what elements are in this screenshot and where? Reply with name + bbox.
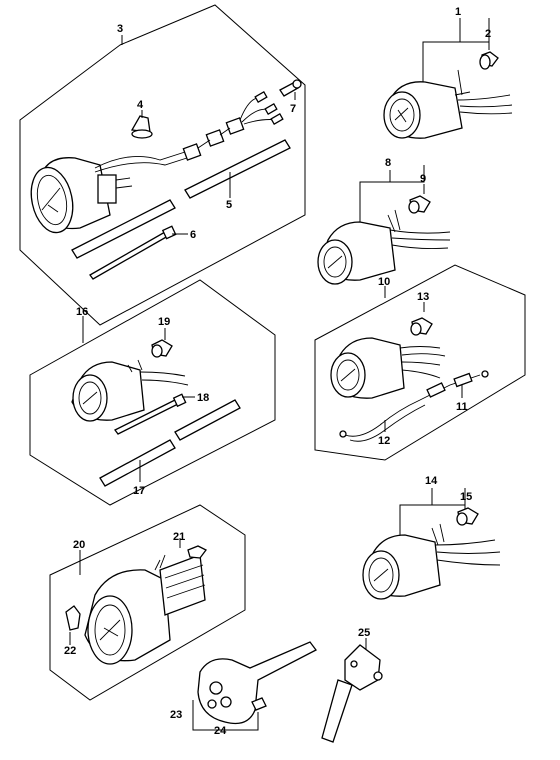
group-8-gauge: 8 9 xyxy=(317,157,451,285)
group-14-gauge: 14 15 xyxy=(362,475,501,600)
callout-2: 2 xyxy=(485,28,491,40)
callout-20: 20 xyxy=(73,539,85,551)
cable-tie-icon xyxy=(89,225,177,280)
wire-harness-icon xyxy=(94,91,284,173)
bolt-icon xyxy=(279,79,302,97)
callout-18: 18 xyxy=(197,392,209,404)
callout-16: 16 xyxy=(76,306,88,318)
callout-10: 10 xyxy=(378,276,390,288)
callout-21: 21 xyxy=(173,531,185,543)
gauge-icon xyxy=(30,157,133,234)
callout-23: 23 xyxy=(170,709,182,721)
group-10-gauge-kit: 10 13 11 12 xyxy=(314,264,526,461)
callout-8: 8 xyxy=(385,157,391,169)
gauge-icon xyxy=(383,69,513,139)
callout-24: 24 xyxy=(214,725,227,737)
bulb-icon xyxy=(187,545,207,559)
callout-5: 5 xyxy=(226,199,232,211)
callout-3: 3 xyxy=(117,23,123,35)
wire-harness-icon xyxy=(339,370,489,442)
gauge-icon xyxy=(71,359,189,422)
bulb-icon xyxy=(456,507,479,526)
callout-15: 15 xyxy=(460,491,472,503)
group-20-gauge-kit: 20 21 22 xyxy=(49,504,246,701)
gauge-icon xyxy=(84,554,206,665)
gauge-icon xyxy=(317,209,451,285)
bulb-icon xyxy=(479,51,499,70)
callout-12: 12 xyxy=(378,435,390,447)
bracket-assembly: 25 xyxy=(321,627,383,743)
gauge-icon xyxy=(362,523,501,600)
screw-icon xyxy=(251,697,267,711)
bracket-icon xyxy=(321,644,383,743)
bulb-icon xyxy=(410,317,433,336)
group-3-gauge-kit: 3 4 7 5 6 xyxy=(19,4,306,326)
callout-1: 1 xyxy=(455,6,461,18)
hose-icon xyxy=(99,399,241,487)
group-1-gauge: 1 2 xyxy=(383,6,513,139)
callout-6: 6 xyxy=(190,229,196,241)
bulb-icon xyxy=(151,339,173,358)
hose-icon xyxy=(71,139,291,259)
callout-19: 19 xyxy=(158,316,170,328)
bulb-icon xyxy=(130,115,153,139)
bulb-icon xyxy=(408,195,431,214)
callout-7: 7 xyxy=(290,103,296,115)
lever-icon xyxy=(197,641,317,725)
bulb-icon xyxy=(65,605,81,631)
callout-17: 17 xyxy=(133,485,145,497)
gauge-icon xyxy=(330,337,446,399)
callout-11: 11 xyxy=(456,401,468,413)
callout-13: 13 xyxy=(417,291,429,303)
trim-lever-assembly: 23 24 xyxy=(170,641,317,737)
callout-4: 4 xyxy=(137,99,144,111)
callout-22: 22 xyxy=(64,645,76,657)
callout-9: 9 xyxy=(420,173,426,185)
callout-25: 25 xyxy=(358,627,370,639)
group-16-gauge-kit: 16 19 18 17 xyxy=(29,279,276,506)
callout-14: 14 xyxy=(425,475,438,487)
